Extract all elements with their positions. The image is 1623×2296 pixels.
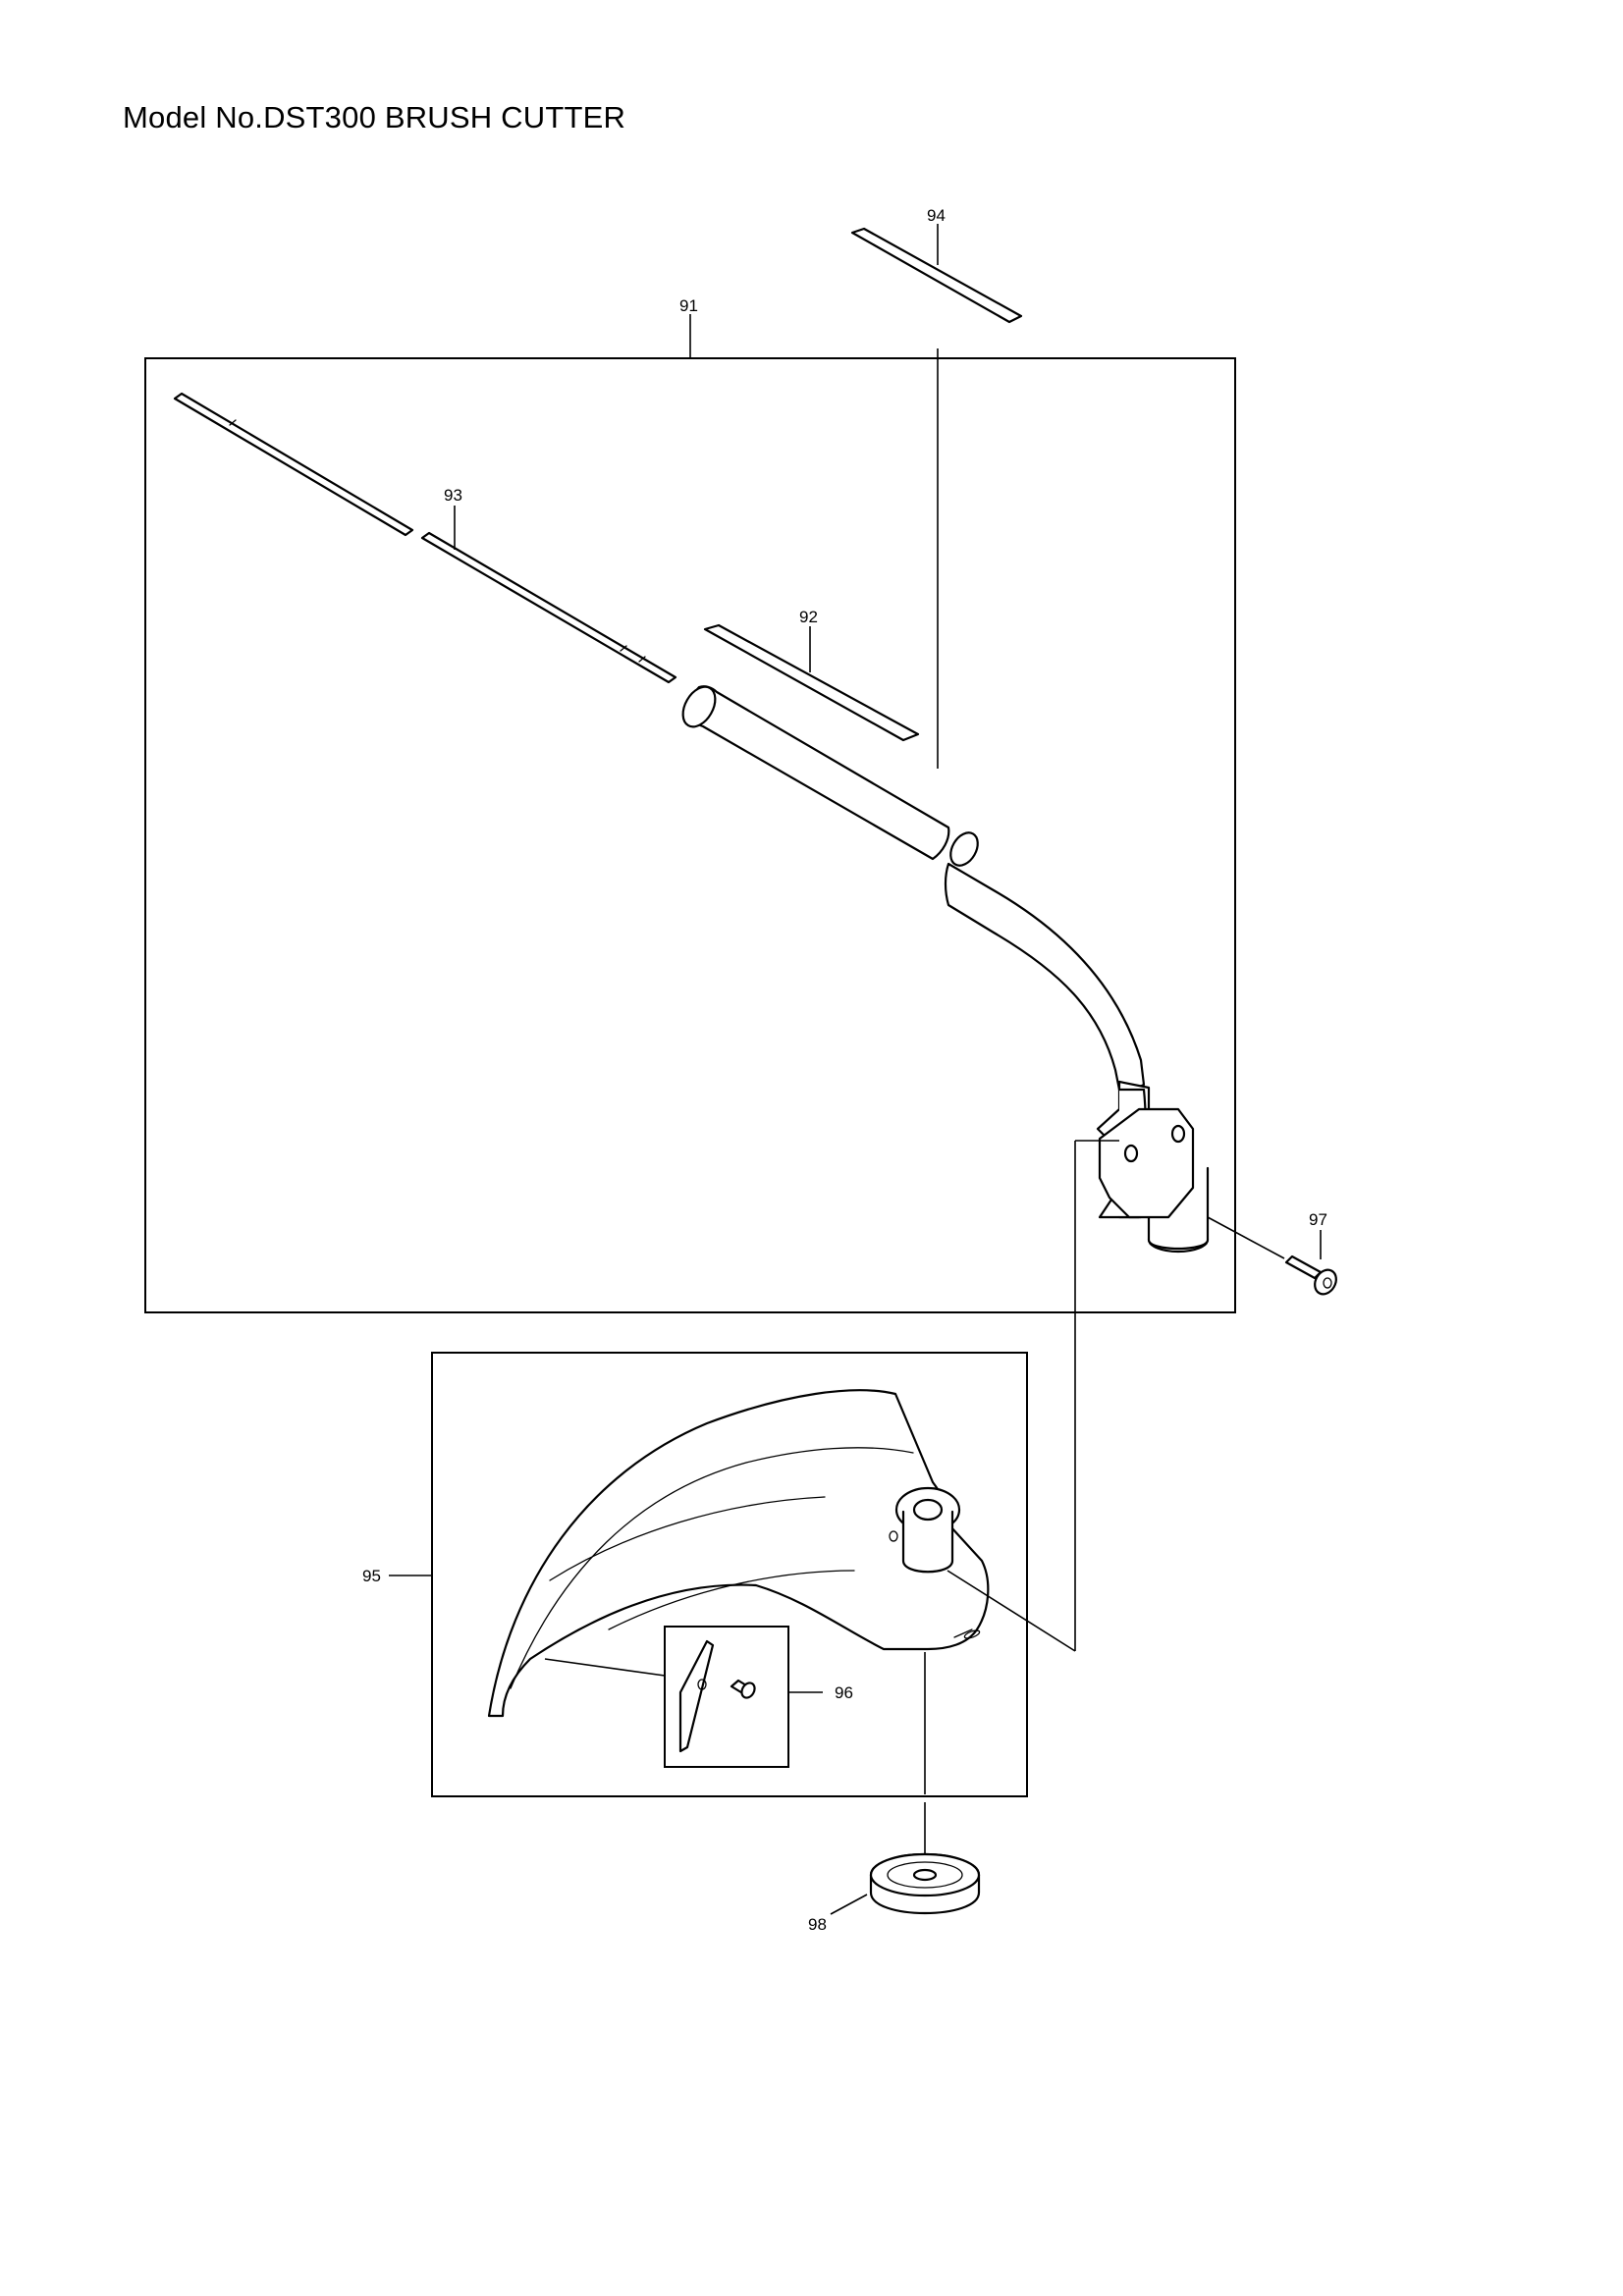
page-title: Model No.DST300 BRUSH CUTTER — [123, 100, 626, 134]
drive-shaft-93 — [173, 392, 677, 684]
callout-95: 95 — [362, 1567, 381, 1585]
cup-98 — [869, 1852, 981, 1914]
bolt-97 — [1284, 1255, 1337, 1296]
pipe-91 — [681, 685, 1210, 1254]
blade-plate-96 — [678, 1639, 756, 1753]
callout-91: 91 — [679, 296, 698, 315]
detail-inset-96 — [664, 1626, 789, 1768]
callout-93: 93 — [444, 486, 462, 505]
callout-94: 94 — [927, 206, 946, 225]
guard-assembly-frame — [431, 1352, 1028, 1797]
label-strip-92 — [703, 623, 920, 742]
callout-98: 98 — [808, 1915, 827, 1934]
protector-guard-95 — [487, 1389, 990, 1718]
callout-97: 97 — [1309, 1210, 1327, 1229]
callout-96: 96 — [835, 1683, 853, 1702]
label-strip-94 — [850, 227, 1023, 324]
callout-92: 92 — [799, 608, 818, 626]
reference-lines — [389, 224, 1322, 1915]
shaft-assembly-frame — [144, 357, 1236, 1313]
